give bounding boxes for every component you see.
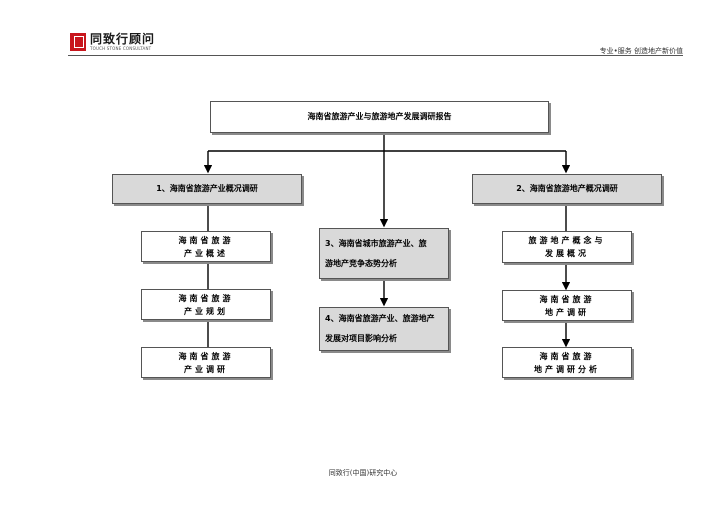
company-logo: 同致行顾问 TOUCH STONE CONSULTANT: [70, 33, 155, 55]
root-label: 海南省旅游产业与旅游地产发展调研报告: [307, 112, 452, 121]
branch1-item-3: 海南省旅游 产业调研: [141, 347, 271, 378]
branch3-item-1-label: 3、海南省城市旅游产业、旅 游地产竞争态势分析: [325, 238, 427, 268]
branch3-item-2: 4、海南省旅游产业、旅游地产 发展对项目影响分析: [319, 307, 449, 351]
branch2-title-box: 2、海南省旅游地产概况调研: [472, 174, 662, 204]
branch2-item-2: 海南省旅游 地产调研: [502, 290, 632, 321]
branch1-item-2-label: 海南省旅游 产业规划: [178, 293, 234, 316]
logo-mark-icon: [70, 33, 86, 51]
branch2-item-3: 海南省旅游 地产调研分析: [502, 347, 632, 378]
header-slogan: 专业•服务 创造地产新价值: [599, 47, 683, 55]
branch2-item-3-label: 海南省旅游 地产调研分析: [534, 351, 600, 374]
header-divider: [68, 55, 683, 56]
branch3-item-2-label: 4、海南省旅游产业、旅游地产 发展对项目影响分析: [325, 314, 435, 343]
branch2-item-1: 旅游地产概念与 发展概况: [502, 231, 632, 263]
branch1-title-box: 1、海南省旅游产业概况调研: [112, 174, 302, 204]
footer-text: 同致行(中国)研究中心: [328, 469, 398, 477]
branch2-item-2-label: 海南省旅游 地产调研: [539, 294, 595, 317]
branch1-title: 1、海南省旅游产业概况调研: [156, 184, 258, 193]
root-box: 海南省旅游产业与旅游地产发展调研报告: [210, 101, 549, 133]
branch1-item-2: 海南省旅游 产业规划: [141, 289, 271, 320]
logo-chinese-name: 同致行顾问: [90, 32, 156, 46]
branch2-item-1-label: 旅游地产概念与 发展概况: [528, 236, 606, 258]
branch1-item-3-label: 海南省旅游 产业调研: [178, 351, 234, 374]
branch2-title: 2、海南省旅游地产概况调研: [516, 184, 618, 193]
branch1-item-1-label: 海南省旅游 产业概述: [178, 235, 234, 258]
branch3-item-1: 3、海南省城市旅游产业、旅 游地产竞争态势分析: [319, 228, 449, 279]
branch1-item-1: 海南省旅游 产业概述: [141, 231, 271, 262]
logo-english-name: TOUCH STONE CONSULTANT: [90, 46, 152, 51]
